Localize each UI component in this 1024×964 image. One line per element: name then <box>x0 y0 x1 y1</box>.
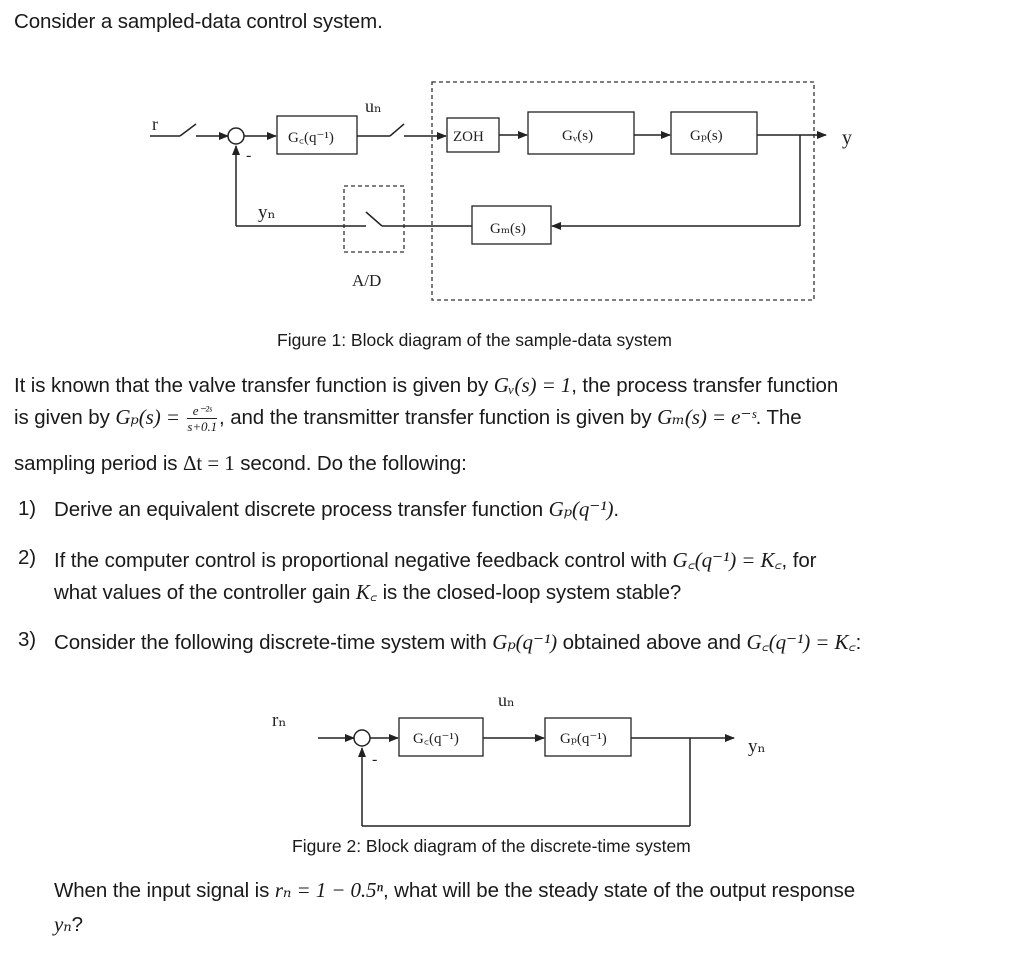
fig1-gm-label: Gₘ(s) <box>490 221 526 237</box>
intro-text: Consider a sampled-data control system. <box>14 10 383 33</box>
fig1-y-label: y <box>842 127 852 149</box>
fig1-gp-block <box>670 111 758 155</box>
fig1-summing-junction <box>227 127 245 145</box>
para-line-3: sampling period is Δt = 1 second. Do the… <box>14 451 467 475</box>
fig1-gc-label: G꜀(q⁻¹) <box>288 130 334 146</box>
fig2-gp-block <box>544 717 632 757</box>
fig2-yn-label: yₙ <box>748 736 766 757</box>
final-line-2: yₙ? <box>54 912 83 936</box>
fig2-gc-block <box>398 717 484 757</box>
figure2-caption: Figure 2: Block diagram of the discrete-… <box>292 836 691 856</box>
fig1-gm-block <box>471 205 552 245</box>
para-line-1: It is known that the valve transfer func… <box>14 373 839 397</box>
question-2-number: 2) <box>18 546 37 569</box>
question-1-number: 1) <box>18 497 37 520</box>
fig1-gc-block <box>276 115 358 155</box>
figure2-diagram: rₙ - G꜀(q⁻¹) uₙ Gₚ(q⁻¹) yₙ <box>272 690 766 827</box>
fig1-yn-label: yₙ <box>258 202 276 223</box>
fig2-gc-label: G꜀(q⁻¹) <box>413 731 459 747</box>
fig1-gp-label: Gₚ(s) <box>690 128 723 144</box>
question-3-number: 3) <box>18 628 37 651</box>
fig1-gv-label: Gᵥ(s) <box>562 128 593 144</box>
question-2-line-1: If the computer control is proportional … <box>54 548 817 572</box>
question-1-text: Derive an equivalent discrete process tr… <box>54 497 619 521</box>
fig1-gv-block <box>527 111 635 155</box>
fig2-un-label: uₙ <box>498 690 515 710</box>
final-line-1: When the input signal is rₙ = 1 − 0.5ⁿ, … <box>54 878 856 902</box>
fig1-ad-box <box>343 185 405 253</box>
fig1-un-label: uₙ <box>365 96 382 116</box>
fig1-ad-label: A/D <box>352 271 381 290</box>
fig1-plant-boundary <box>431 81 815 301</box>
fig2-gp-label: Gₚ(q⁻¹) <box>560 731 607 747</box>
fig1-minus-sign: - <box>246 147 251 164</box>
figure1-caption: Figure 1: Block diagram of the sample-da… <box>277 330 672 350</box>
question-3-text: Consider the following discrete-time sys… <box>54 630 862 654</box>
fig2-minus-sign: - <box>372 751 377 768</box>
fig2-rn-label: rₙ <box>272 710 287 731</box>
fig1-zoh-label: ZOH <box>453 129 484 145</box>
question-2-line-2: what values of the controller gain K꜀ is… <box>54 580 682 604</box>
figure1-diagram: r - G꜀(q⁻¹) uₙ ZOH Gᵥ(s) Gₚ(s) y Gₘ(s) A… <box>150 81 852 301</box>
fig2-summing-junction <box>353 729 371 747</box>
fig1-r-label: r <box>152 114 158 134</box>
